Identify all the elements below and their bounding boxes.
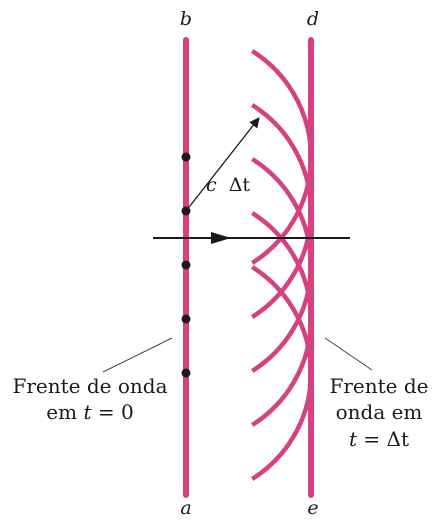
source-points: [181, 152, 191, 378]
source-point: [181, 314, 191, 324]
huygens-wavelets: [251, 49, 314, 481]
leader-right: [324, 337, 373, 371]
caption-right-line2: onda em: [336, 400, 423, 424]
wavelet-arc: [251, 157, 314, 373]
caption-left-var: t: [83, 400, 92, 424]
wavelet-arc: [251, 211, 314, 427]
label-e: e: [307, 497, 318, 519]
label-a: a: [180, 497, 191, 519]
distance-var: c: [206, 174, 217, 196]
source-point: [181, 260, 191, 270]
distance-delta: Δt: [229, 174, 251, 196]
radius-arrow: [185, 117, 260, 212]
caption-left-prefix: em: [46, 400, 83, 424]
propagation-arrowhead: [211, 232, 231, 244]
caption-left-line2: em t = 0: [46, 400, 133, 424]
wavelet-arc: [251, 49, 314, 265]
label-d: d: [307, 8, 319, 30]
source-point: [181, 368, 191, 378]
caption-right-suffix: = Δt: [357, 427, 409, 451]
distance-label: c Δt: [206, 174, 250, 196]
caption-left-suffix: = 0: [92, 400, 134, 424]
wavelet-arc: [251, 103, 314, 319]
caption-right-var: t: [349, 427, 358, 451]
leader-left: [102, 337, 173, 373]
wavelet-arc: [251, 265, 314, 481]
label-b: b: [180, 8, 192, 30]
caption-right-line3: t = Δt: [349, 427, 409, 451]
source-point: [181, 152, 191, 162]
caption-left-line1: Frente de onda: [12, 374, 167, 398]
caption-right-line1: Frente de: [329, 374, 428, 398]
source-point: [181, 206, 191, 216]
